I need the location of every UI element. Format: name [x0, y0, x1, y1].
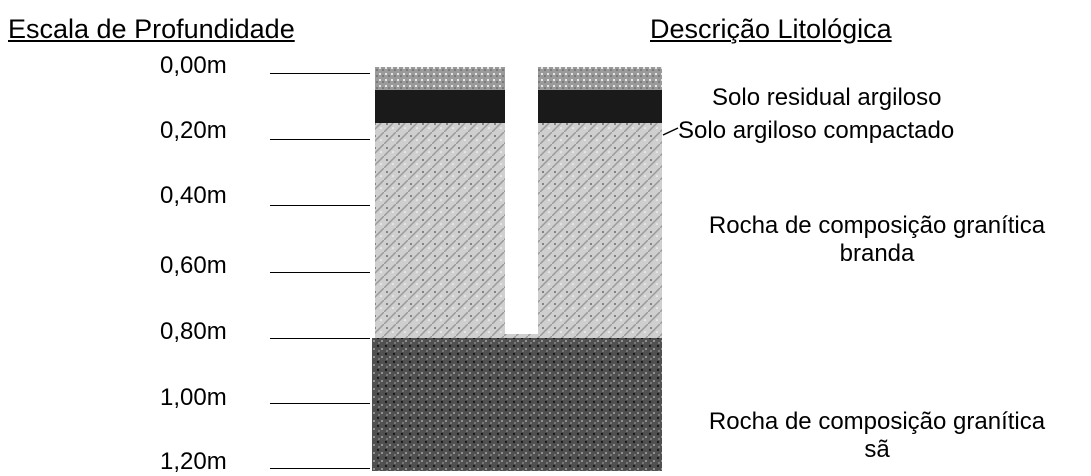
depth-scale-header: Escala de Profundidade [8, 14, 295, 44]
residual-soil-top-left [375, 67, 505, 90]
residual-soil-top-right [538, 67, 662, 90]
depth-label-3: 0,60m [160, 252, 227, 279]
depth-tick-2 [270, 205, 370, 206]
sound-granite-line-2: sã [864, 436, 890, 463]
depth-tick-5 [270, 403, 370, 404]
soft-granite-layer-left [375, 123, 505, 338]
soft-granite-layer-right [538, 123, 662, 338]
depth-tick-4 [270, 338, 370, 339]
soft-granite-line-2: branda [839, 240, 915, 267]
layer-label-sound-granite: Rocha de composição granítica sã [668, 408, 1086, 464]
sound-granite-layer [372, 338, 662, 471]
depth-label-0: 0,00m [160, 52, 227, 79]
depth-label-5: 1,00m [160, 384, 227, 411]
depth-label-4: 0,80m [160, 318, 227, 345]
sound-granite-line-1: Rocha de composição granítica [708, 408, 1046, 435]
layer-label-compacted-soil: Solo argiloso compactado [678, 117, 955, 144]
compacted-soil-leader-line [662, 127, 679, 136]
layer-label-residual-soil: Solo residual argiloso [712, 84, 942, 111]
residual-soil-dark-right [538, 90, 662, 123]
depth-tick-3 [270, 272, 370, 273]
depth-tick-0 [270, 73, 370, 74]
lithology-header: Descrição Litológica [650, 14, 892, 44]
layer-label-soft-granite: Rocha de composição granítica branda [668, 212, 1086, 268]
trench-bottom [505, 334, 538, 338]
depth-tick-1 [270, 139, 370, 140]
depth-tick-6 [270, 468, 370, 469]
soft-granite-line-1: Rocha de composição granítica [708, 212, 1046, 239]
depth-label-2: 0,40m [160, 182, 227, 209]
depth-label-1: 0,20m [160, 117, 227, 144]
residual-soil-dark-left [375, 90, 505, 123]
